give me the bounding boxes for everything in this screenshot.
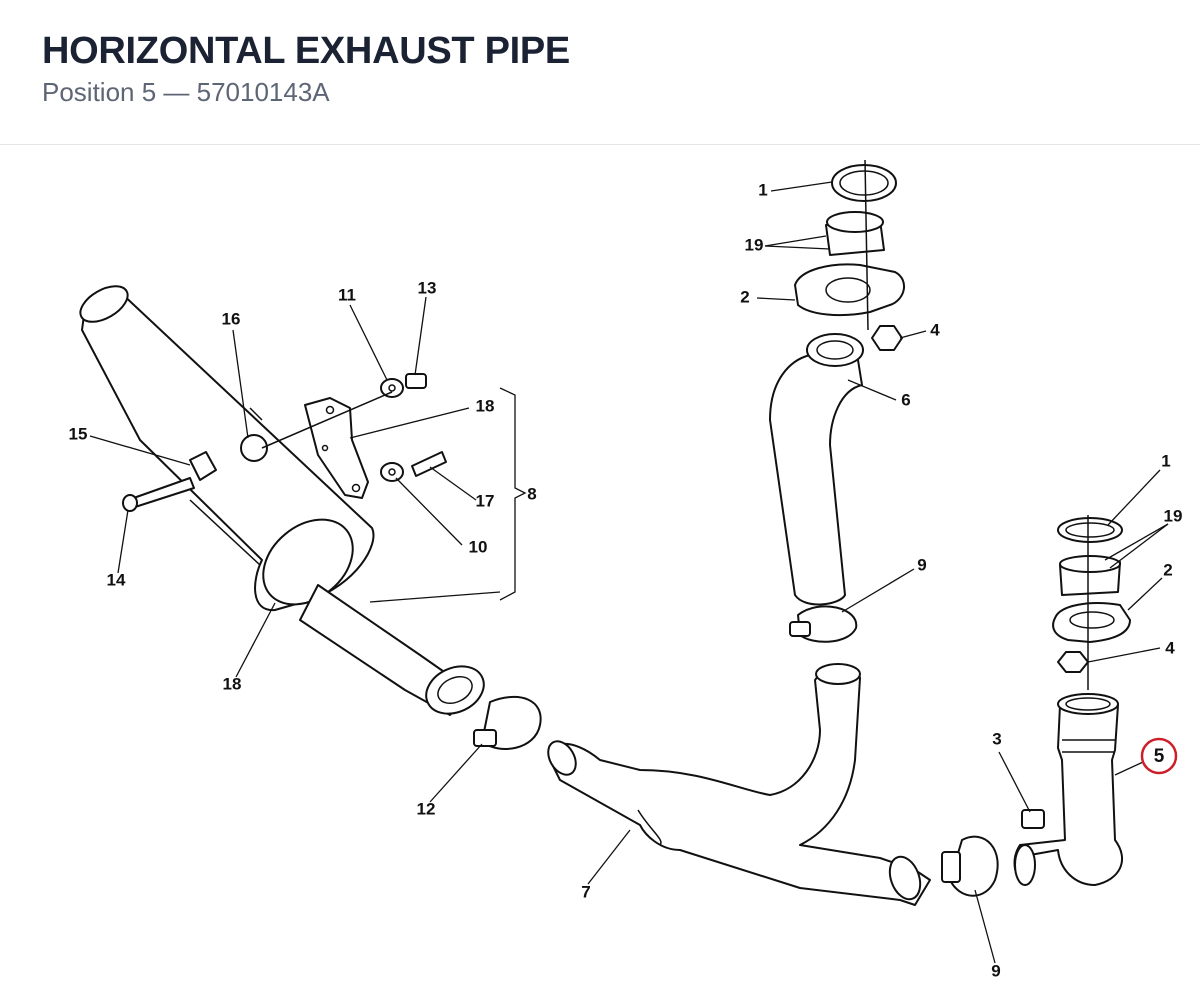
callout-18-bottom: 18	[223, 674, 242, 693]
callout-11: 11	[338, 285, 356, 304]
callout-19-top: 19	[745, 235, 764, 254]
upper-pipe-part-6[interactable]	[769, 333, 864, 606]
callout-3: 3	[992, 729, 1001, 748]
callout-5: 5	[1154, 746, 1165, 767]
callout-1-right: 1	[1161, 451, 1170, 470]
muffler-part-18[interactable]	[74, 279, 491, 723]
callout-15: 15	[69, 424, 88, 443]
washer-10	[380, 462, 404, 482]
flange-2-top	[794, 263, 905, 317]
upper-pipe-body	[769, 354, 863, 606]
flange-2-right	[1052, 602, 1131, 643]
highlight-ring	[1140, 737, 1178, 775]
spacer-15	[189, 451, 217, 481]
clamp-9-lower-screw	[941, 851, 961, 883]
callout-8: 8	[527, 484, 536, 503]
muffler-outlet	[425, 665, 485, 715]
clamp-part-9-middle[interactable]	[789, 605, 858, 643]
washer-11	[380, 378, 404, 398]
rubber-mount-16	[240, 434, 268, 462]
callout-7: 7	[581, 882, 590, 901]
callout-1-top: 1	[758, 180, 767, 199]
muffler-neck	[299, 584, 471, 716]
muffler-endcap	[79, 285, 129, 323]
page-header: HORIZONTAL EXHAUST PIPE Position 5 — 570…	[0, 0, 1200, 145]
callout-labels: 1 19 2 4 6 9 11 13 16 18 15 17 8 10 14 1…	[69, 180, 1183, 980]
nut-4-top	[871, 325, 903, 351]
callout-10: 10	[469, 537, 488, 556]
callout-16: 16	[222, 309, 241, 328]
callout-19-right: 19	[1164, 506, 1183, 525]
horizontal-exhaust-pipe-part-5[interactable]	[1013, 693, 1124, 886]
collets-19-top-rim	[826, 211, 884, 233]
callout-4-top: 4	[930, 320, 940, 339]
stud-3	[1021, 809, 1045, 829]
clamp-9-band	[797, 605, 858, 643]
callout-2-right: 2	[1163, 560, 1172, 579]
pipe-5-outlet	[1014, 844, 1036, 886]
clamp-12-screw	[473, 729, 497, 747]
clamp-part-12[interactable]	[473, 695, 542, 750]
callout-14: 14	[107, 570, 126, 589]
callout-4-right: 4	[1165, 638, 1175, 657]
callout-12: 12	[417, 799, 436, 818]
highlighted-callout-5[interactable]: 5	[1140, 737, 1178, 775]
callout-13: 13	[418, 278, 437, 297]
bolt-14-head	[122, 494, 138, 512]
callout-18-top: 18	[476, 396, 495, 415]
y-pipe-upper-inlet	[815, 663, 861, 685]
nut-13	[405, 373, 427, 389]
upper-flange-stack[interactable]	[794, 159, 905, 351]
bolt-17	[411, 451, 447, 477]
clamp-part-9-lower[interactable]	[941, 835, 999, 897]
gasket-ring-1-right	[1057, 517, 1123, 543]
page-subtitle: Position 5 — 57010143A	[42, 77, 330, 107]
group-bracket-8	[499, 387, 527, 601]
hardware-group[interactable]	[122, 373, 447, 512]
leader-lines	[89, 181, 1169, 964]
y-pipe-outlet	[888, 855, 922, 901]
page-title: HORIZONTAL EXHAUST PIPE	[42, 30, 570, 72]
y-pipe-body	[548, 667, 931, 906]
muffler-cone	[262, 518, 354, 606]
collets-19-right-rim	[1059, 555, 1121, 573]
callout-2-top: 2	[740, 287, 749, 306]
callout-17: 17	[476, 491, 495, 510]
clamp-9-lower-band	[949, 835, 999, 897]
callout-6: 6	[901, 390, 910, 409]
pipe-5-inlet	[1057, 693, 1119, 715]
callout-9-bottom: 9	[991, 961, 1000, 980]
upper-pipe-flange-end	[806, 333, 864, 367]
callout-9-middle: 9	[917, 555, 926, 574]
y-pipe-part-7[interactable]	[543, 663, 931, 906]
nut-4-right	[1057, 651, 1089, 673]
y-pipe-front-inlet	[547, 740, 577, 776]
right-flange-stack[interactable]	[1052, 515, 1131, 690]
clamp-9-screw	[789, 621, 811, 637]
